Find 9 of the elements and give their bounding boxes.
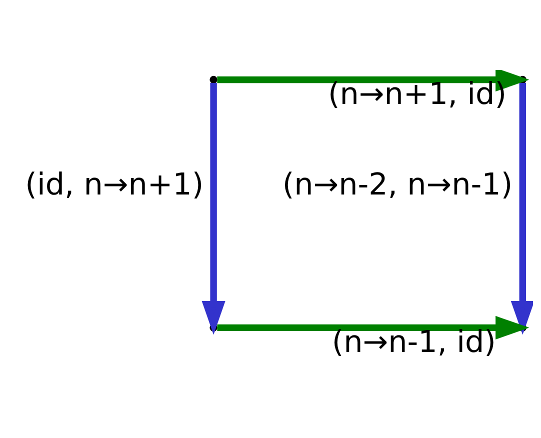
edge-label: (id, n→n+1)	[25, 168, 204, 203]
edge-label: (n→n-1, id)	[332, 324, 496, 360]
edge-label: (n→n+1, id)	[328, 76, 507, 112]
arrow	[202, 82, 226, 335]
node-point	[210, 76, 218, 84]
arrow	[217, 70, 530, 92]
edge-label: (n→n-2, n→n-1)	[282, 168, 513, 203]
arrow	[217, 316, 530, 340]
arrow	[510, 82, 533, 335]
